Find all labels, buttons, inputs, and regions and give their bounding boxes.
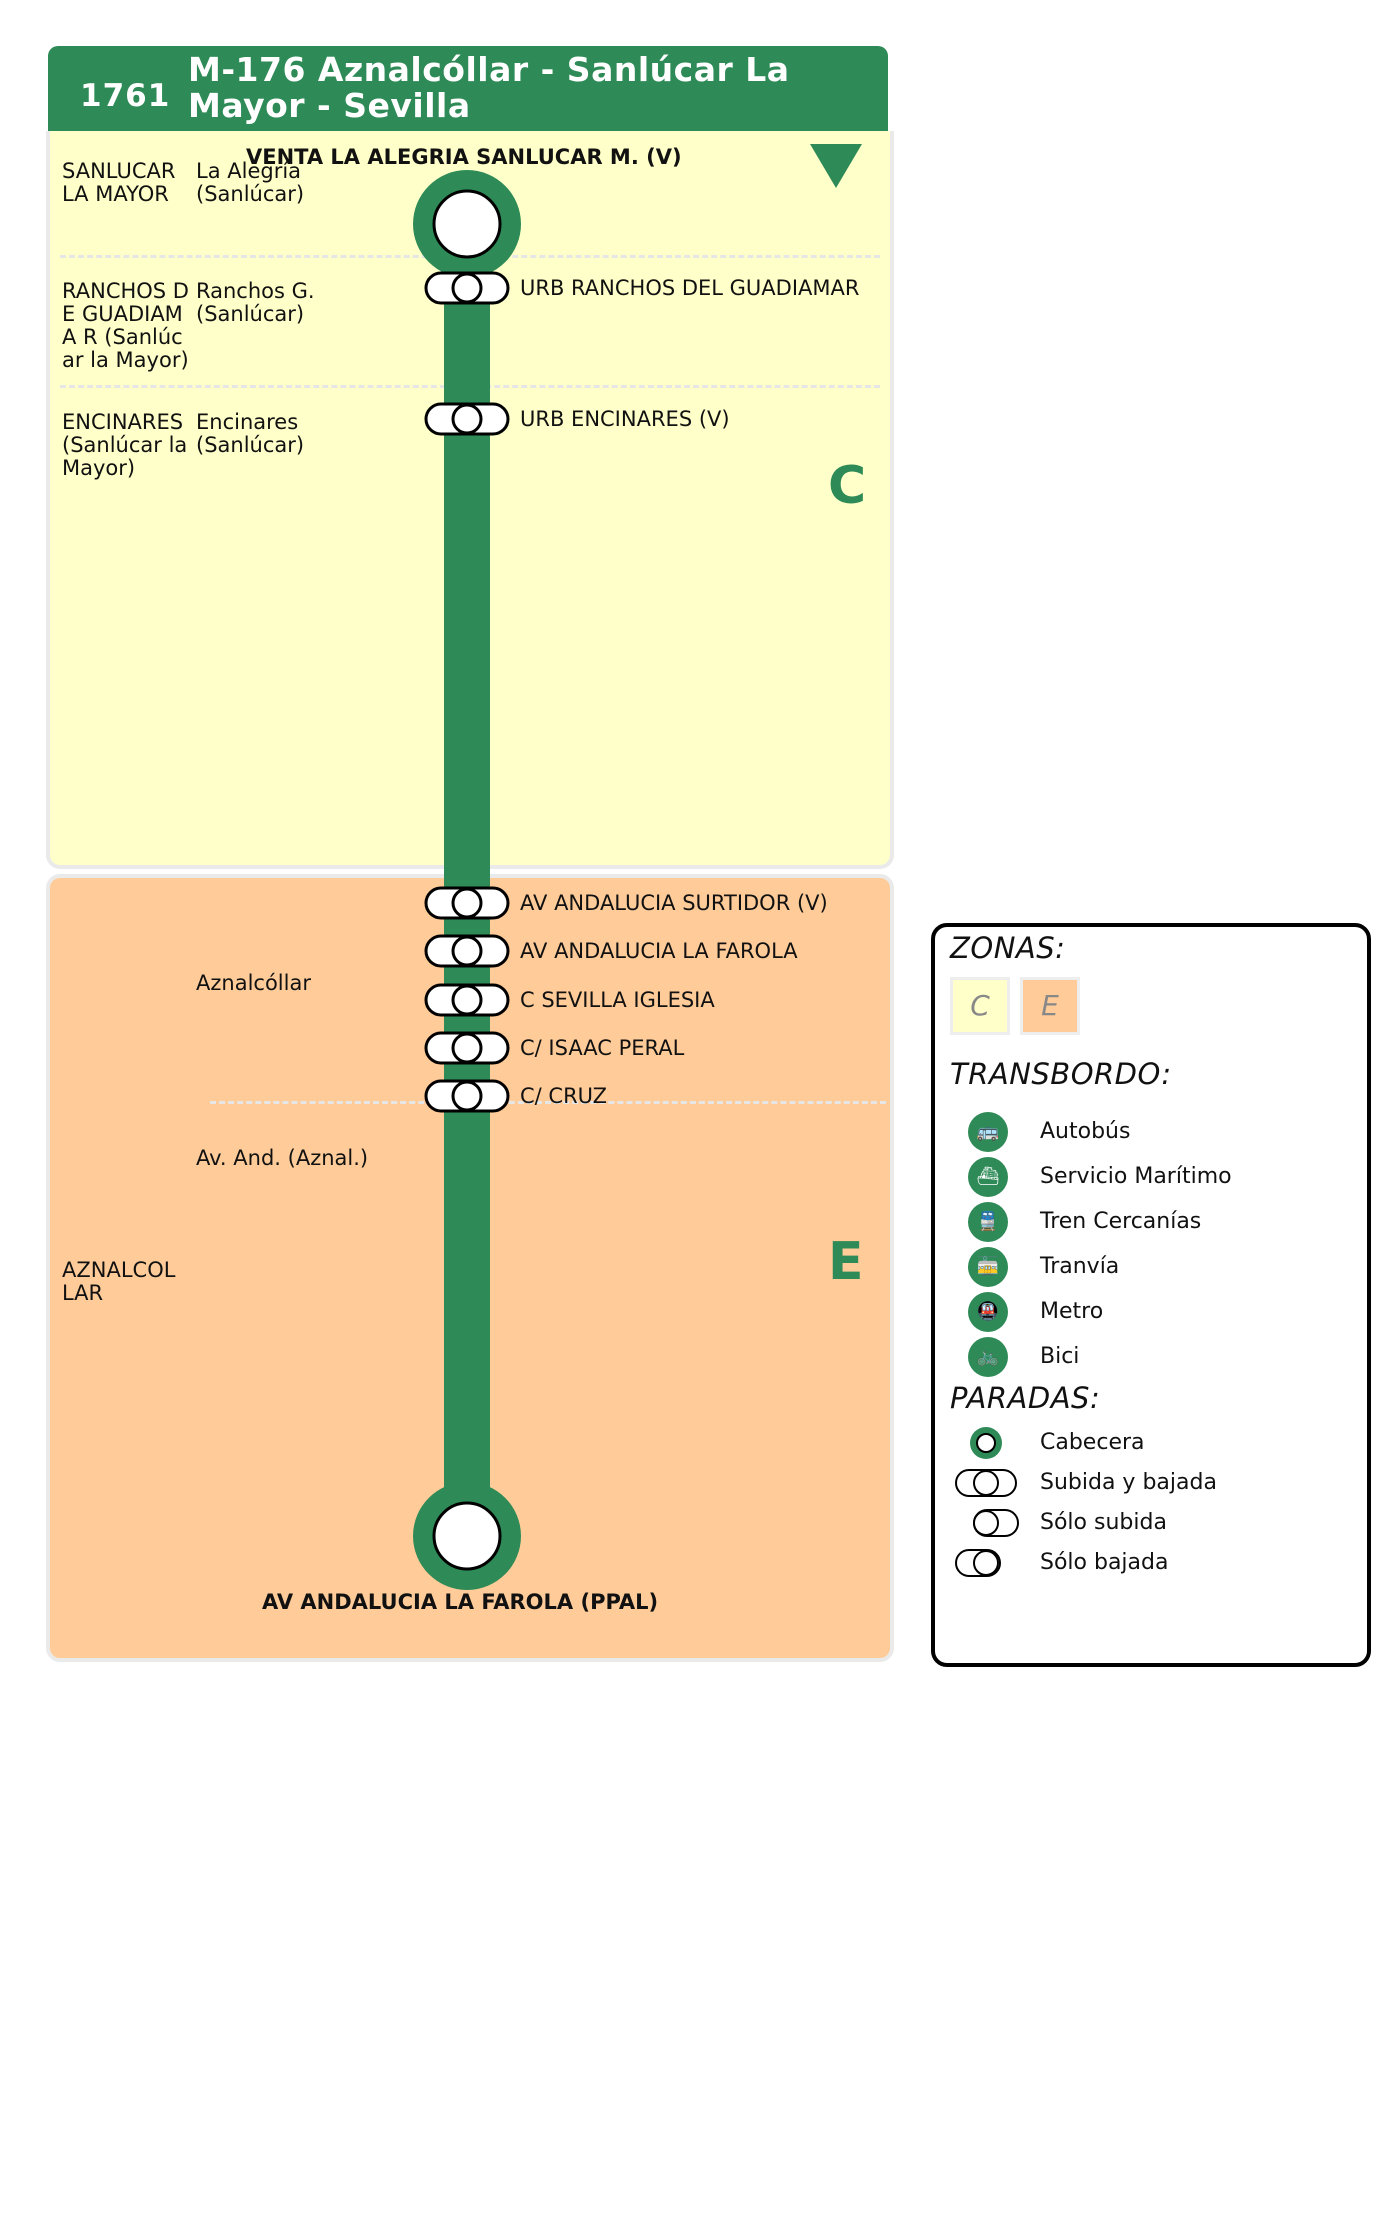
board-only-icon [973, 1510, 999, 1536]
route-diagram [413, 170, 521, 1590]
terminus-icon [432, 189, 502, 259]
legend-stop-icons [955, 1427, 1019, 1577]
legend-item-label: Sólo subida [1040, 1510, 1167, 1535]
board-alight-icon [451, 984, 483, 1016]
zone-e-letter: E [828, 1232, 864, 1292]
line-title: M-176 Aznalcóllar - Sanlúcar La Mayor - … [188, 50, 790, 125]
train-icon: 🚆 [968, 1202, 1008, 1242]
legend-item-label: Tren Cercanías [1040, 1209, 1202, 1234]
terminus-icon [432, 1501, 502, 1571]
stop-label: AV ANDALUCIA SURTIDOR (V) [520, 891, 828, 915]
legend-zone-c: C [950, 977, 1010, 1035]
legend-box [931, 923, 1371, 1667]
legend-item-label: Bici [1040, 1344, 1080, 1369]
municipality-name: ENCINARES (Sanlúcar la Mayor) [62, 410, 188, 480]
route-line [444, 224, 490, 1536]
legend-item-label: Cabecera [1040, 1430, 1145, 1455]
board-alight-icon [451, 887, 483, 919]
triangle-down-icon [810, 144, 862, 188]
legend-item-label: Autobús [1040, 1119, 1131, 1144]
legend-item-label: Subida y bajada [1040, 1470, 1217, 1495]
municipality-divider [210, 1101, 886, 1104]
line-number: 1761 [80, 78, 171, 114]
stop-label: URB RANCHOS DEL GUADIAMAR [520, 276, 860, 300]
line-header [48, 46, 888, 131]
legend-item-label: Servicio Marítimo [1040, 1164, 1232, 1189]
stop-label: AV ANDALUCIA LA FAROLA (PPAL) [262, 1590, 659, 1614]
board-alight-icon [451, 272, 483, 304]
municipality-name: RANCHOS DE GUADIAMA R (Sanlúcar la Mayor… [62, 280, 189, 372]
legend-item-label: Tranvía [1040, 1254, 1120, 1279]
stop-label: C SEVILLA IGLESIA [520, 988, 715, 1012]
stop-label: URB ENCINARES (V) [520, 407, 730, 431]
nucleus-name: Ranchos G. (Sanlúcar) [196, 279, 315, 326]
board-alight-icon [451, 403, 483, 435]
stop-label: C/ ISAAC PERAL [520, 1036, 685, 1060]
stop-label: C/ CRUZ [520, 1084, 608, 1108]
tram-icon: 🚋 [968, 1247, 1008, 1287]
nucleus-name: Av. And. (Aznal.) [196, 1146, 369, 1170]
boat-icon: ⛴ [968, 1157, 1008, 1197]
legend-paradas-title: PARADAS: [950, 1381, 1101, 1415]
board-alight-icon [451, 1080, 483, 1112]
board-alight-icon [451, 1032, 483, 1064]
legend-item-label: Sólo bajada [1040, 1550, 1169, 1575]
stop-label: AV ANDALUCIA LA FAROLA [520, 939, 798, 963]
zone-c-letter: C [828, 456, 867, 516]
terminus-icon [976, 1433, 996, 1453]
municipality-name: SANLUCAR LA MAYOR [62, 159, 176, 206]
municipality-name: AZNALCOL LAR [62, 1258, 176, 1305]
nucleus-name: Aznalcóllar [196, 971, 311, 995]
bike-icon: 🚲 [968, 1337, 1008, 1377]
stop-label: VENTA LA ALEGRIA SANLUCAR M. (V) [246, 145, 682, 169]
legend-zone-e: E [1020, 977, 1080, 1035]
bus-icon: 🚌 [968, 1112, 1008, 1152]
nucleus-name: La Alegría (Sanlúcar) [196, 159, 305, 206]
legend-zones-title: ZONAS: [950, 931, 1066, 965]
board-alight-icon [973, 1470, 999, 1496]
legend-item-label: Metro [1040, 1299, 1104, 1324]
nucleus-name: Encinares (Sanlúcar) [196, 410, 305, 457]
alight-only-icon [973, 1550, 999, 1576]
metro-icon: 🚇 [968, 1292, 1008, 1332]
legend-transbordo-title: TRANSBORDO: [950, 1057, 1172, 1091]
board-alight-icon [451, 935, 483, 967]
